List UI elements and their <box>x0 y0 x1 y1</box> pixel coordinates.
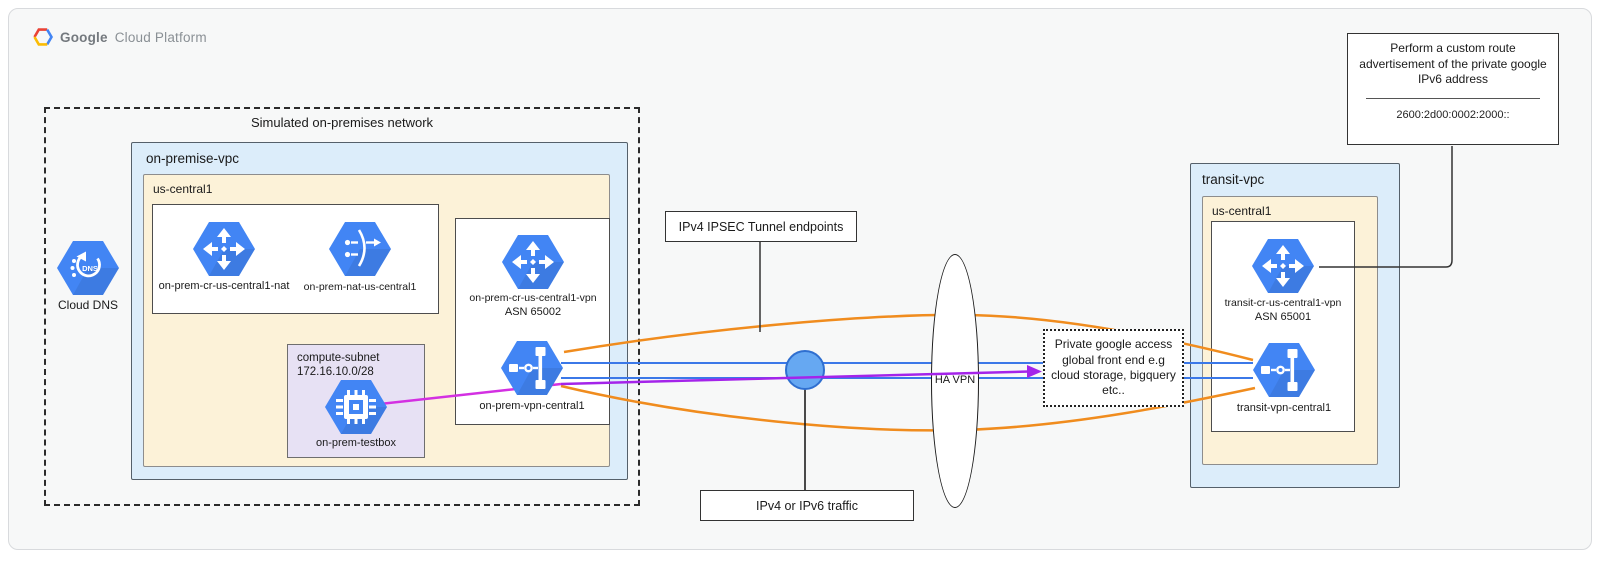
gcp-hexagon-logo-icon <box>33 28 53 46</box>
onprem-nat-router-label: on-prem-cr-us-central1-nat <box>158 280 290 292</box>
transit-router-asn: ASN 65001 <box>1254 311 1312 323</box>
cloud-router-icon <box>192 221 256 277</box>
cloud-nat-icon <box>328 221 392 277</box>
annotation-divider <box>1366 97 1540 99</box>
transit-vpn-gateway-label: transit-vpn-central1 <box>1236 402 1332 414</box>
cloud-vpn-gateway-icon <box>1252 342 1316 398</box>
cloud-dns-icon <box>56 240 120 296</box>
annotation-title: Perform a custom route advertisement of … <box>1359 41 1547 87</box>
onprem-nat-label: on-prem-nat-us-central1 <box>303 281 417 293</box>
compute-subnet-name: compute-subnet <box>297 352 380 364</box>
onprem-testbox-label: on-prem-testbox <box>315 437 397 449</box>
logo-text-cloud-platform: Cloud Platform <box>114 29 207 45</box>
transit-router-label: transit-cr-us-central1-vpn <box>1224 297 1342 309</box>
transit-region-label: us-central1 <box>1212 204 1272 218</box>
compute-engine-icon <box>324 379 388 435</box>
cloud-router-icon <box>501 234 565 290</box>
cloud-vpn-gateway-icon <box>500 340 564 396</box>
onprem-vpn-gateway-label: on-prem-vpn-central1 <box>479 400 585 412</box>
annotation-ipv6-value: 2600:2d00:0002:2000:: <box>1396 108 1510 121</box>
cloud-router-icon <box>1251 238 1315 294</box>
ha-vpn-label: HA VPN <box>934 374 976 386</box>
traffic-type-label: IPv4 or IPv6 traffic <box>700 490 914 521</box>
compute-subnet-cidr: 172.16.10.0/28 <box>297 366 374 378</box>
simulated-onprem-network-container <box>44 107 640 506</box>
onprem-vpc-label: on-premise-vpc <box>146 151 240 166</box>
gcp-logo: Google Cloud Platform <box>33 28 207 46</box>
onprem-vpn-router-label: on-prem-cr-us-central1-vpn <box>469 292 597 304</box>
transit-vpc-label: transit-vpc <box>1202 172 1265 187</box>
cloud-dns-label: Cloud DNS <box>57 298 119 312</box>
simulated-onprem-network-title: Simulated on-premises network <box>250 115 434 130</box>
onprem-vpn-router-asn: ASN 65002 <box>504 306 562 318</box>
custom-route-annotation: Perform a custom route advertisement of … <box>1347 33 1559 145</box>
onprem-region-label: us-central1 <box>153 182 213 196</box>
logo-text-google: Google <box>60 29 108 45</box>
ipsec-endpoints-label: IPv4 IPSEC Tunnel endpoints <box>665 211 857 242</box>
private-google-access-box: Private google access global front end e… <box>1043 329 1184 407</box>
